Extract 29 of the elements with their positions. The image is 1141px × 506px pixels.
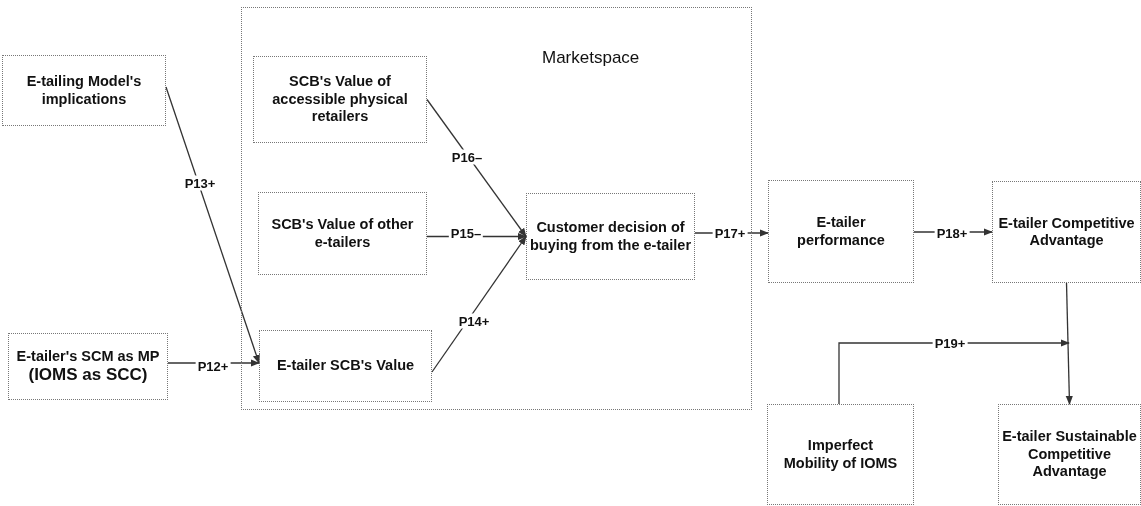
node-text: E-tailer Sustainable Competitive Advantage [1002,428,1137,481]
edge-label: P14+ [456,313,492,329]
concept-box [998,404,1141,505]
node-text: (IOMS as SCC) [28,365,148,386]
concept-box [992,181,1141,283]
concept-box [259,330,432,402]
concept-box [767,404,914,505]
node-text: E-tailing Model's implications [25,73,143,108]
arrow [431,235,527,373]
node-text: SCB's Value of other e-tailers [270,216,415,251]
arrow [1065,282,1073,405]
concept-box [768,180,914,283]
arrow [165,86,260,364]
node-text: SCB's Value of accessible physical retailers [271,73,409,126]
node-text: Imperfect Mobility of IOMS [782,437,899,472]
concept-box [258,192,427,275]
concept-box [2,55,166,126]
arrow [426,98,527,238]
concept-box [526,193,695,280]
node-text: Customer decision of buying from the e-tailer [528,219,693,254]
node-text: E-tailer SCB's Value [276,357,415,375]
edge-label: P13+ [182,175,218,191]
group-heading: Marketspace [542,48,640,68]
node-text: E-tailer Competitive Advantage [997,214,1136,250]
concept-box [253,56,427,143]
node-text: E-tailer's SCM as MP [16,347,160,365]
node-text: E-tailer performance [796,214,886,249]
edge-label: P16– [449,149,485,165]
concept-box [8,333,168,400]
